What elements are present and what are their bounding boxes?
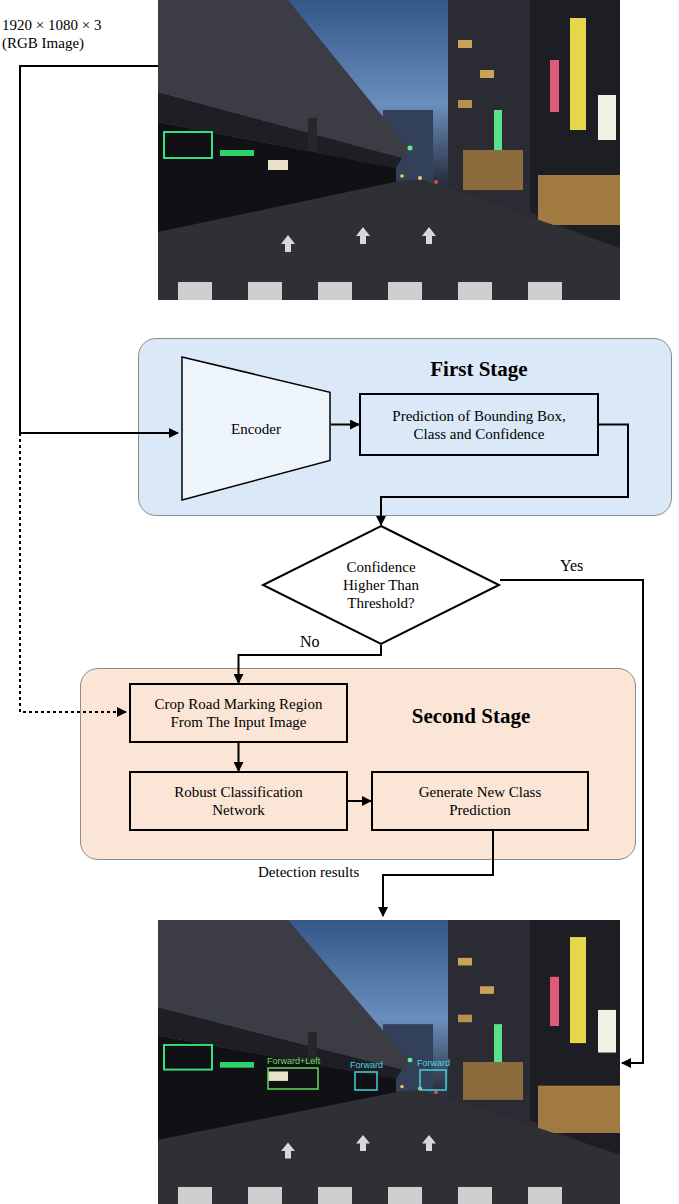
- wire-group: [20, 66, 643, 1090]
- branch-label: No: [298, 632, 322, 651]
- process-box: Generate New Class Prediction: [371, 771, 589, 831]
- box-label: Crop Road Marking Region From The Input …: [144, 695, 334, 731]
- process-box: Prediction of Bounding Box, Class and Co…: [359, 393, 599, 456]
- encoder-outline: [182, 357, 330, 500]
- decision-text: Confidence Higher Than Threshold?: [331, 558, 431, 612]
- detection-label: Forward+Left: [267, 1056, 320, 1067]
- input-image: [158, 0, 620, 300]
- flow-arrow: [331, 424, 359, 426]
- panel-title: Second Stage: [381, 704, 561, 729]
- output-label: Detection results: [258, 863, 359, 881]
- box-label: Prediction of Bounding Box, Class and Co…: [382, 407, 577, 443]
- stage-panel: First StageEncoder Prediction of Bounding…: [138, 338, 672, 516]
- input-size-label: 1920 × 1080 × 3 (RGB Image): [2, 16, 132, 52]
- input-image: [158, 0, 620, 300]
- encoder-block: Encoder: [181, 356, 331, 501]
- detection-label: Forward: [350, 1060, 383, 1071]
- panel-title: First Stage: [359, 357, 599, 382]
- output-image: [158, 920, 620, 1204]
- process-box: Robust Classification Network: [129, 771, 348, 831]
- flow-arrow: [348, 800, 371, 802]
- edge-label: No: [298, 632, 322, 651]
- box-label: Generate New Class Prediction: [395, 783, 565, 819]
- detection-box: [355, 1072, 377, 1090]
- output-label: Detection results: [258, 863, 359, 881]
- decision-diamond: Confidence Higher Than Threshold?: [262, 525, 500, 645]
- flow-arrow: [381, 425, 628, 526]
- output-image: [158, 920, 620, 1204]
- input-wire: [20, 66, 178, 433]
- diamond-outline: [263, 526, 499, 644]
- branch-label: Yes: [560, 556, 583, 575]
- box-label: Robust Classification Network: [154, 783, 324, 819]
- process-box: Crop Road Marking Region From The Input …: [129, 683, 348, 743]
- detection-label: Forward: [417, 1058, 450, 1069]
- detection-label: Forward: [350, 1060, 383, 1071]
- flow-arrow: [238, 743, 240, 771]
- detection-label: Forward: [417, 1058, 450, 1069]
- detection-box: [420, 1070, 446, 1090]
- branch-label: Yes: [560, 556, 583, 575]
- output-wire: [383, 830, 493, 916]
- detection-label: Forward+Left: [267, 1056, 320, 1067]
- block-label: Encoder: [231, 420, 281, 438]
- yes-wire: [500, 580, 643, 1063]
- dotted-wire: [20, 433, 126, 712]
- input-size-label: 1920 × 1080 × 3 (RGB Image): [2, 16, 132, 52]
- stage-panel: Second Stage Crop Road Marking Region Fro…: [80, 668, 636, 860]
- detection-box: [268, 1068, 318, 1089]
